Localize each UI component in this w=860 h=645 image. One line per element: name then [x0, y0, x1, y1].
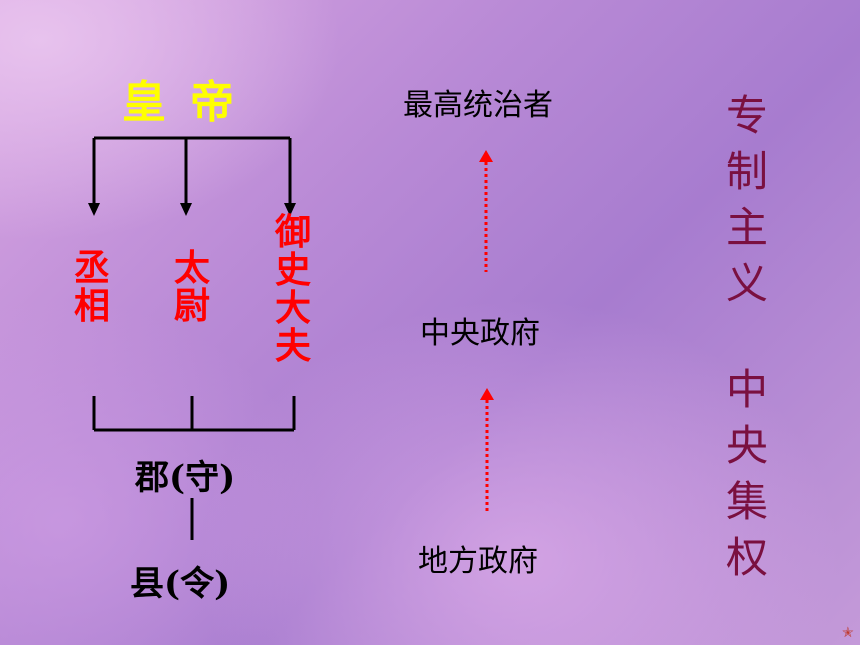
arrow-to-chancellor [88, 203, 100, 216]
supreme-ruler-label: 最高统治者 [403, 88, 553, 123]
chancellor-label: 丞相 [73, 248, 110, 327]
commandery-label: 郡(守) [135, 458, 236, 498]
grand-commandant-label: 太尉 [173, 248, 210, 327]
autocracy-label: 专制主义 [725, 91, 768, 308]
local-government-label: 地方政府 [418, 544, 538, 579]
emperor-branch-lines [92, 136, 292, 205]
central-government-label: 中央政府 [420, 316, 540, 351]
imperial-censor-label: 御史大夫 [274, 212, 311, 367]
emperor-label: 皇帝 [122, 77, 258, 128]
arrow-to-grand-commandant [180, 203, 192, 216]
centralization-label: 中央集权 [725, 365, 768, 582]
county-label: 县(令) [130, 564, 231, 604]
arrow-to-censor [284, 203, 296, 216]
star-icon: ✭ [842, 625, 854, 641]
officials-bracket [92, 396, 296, 432]
